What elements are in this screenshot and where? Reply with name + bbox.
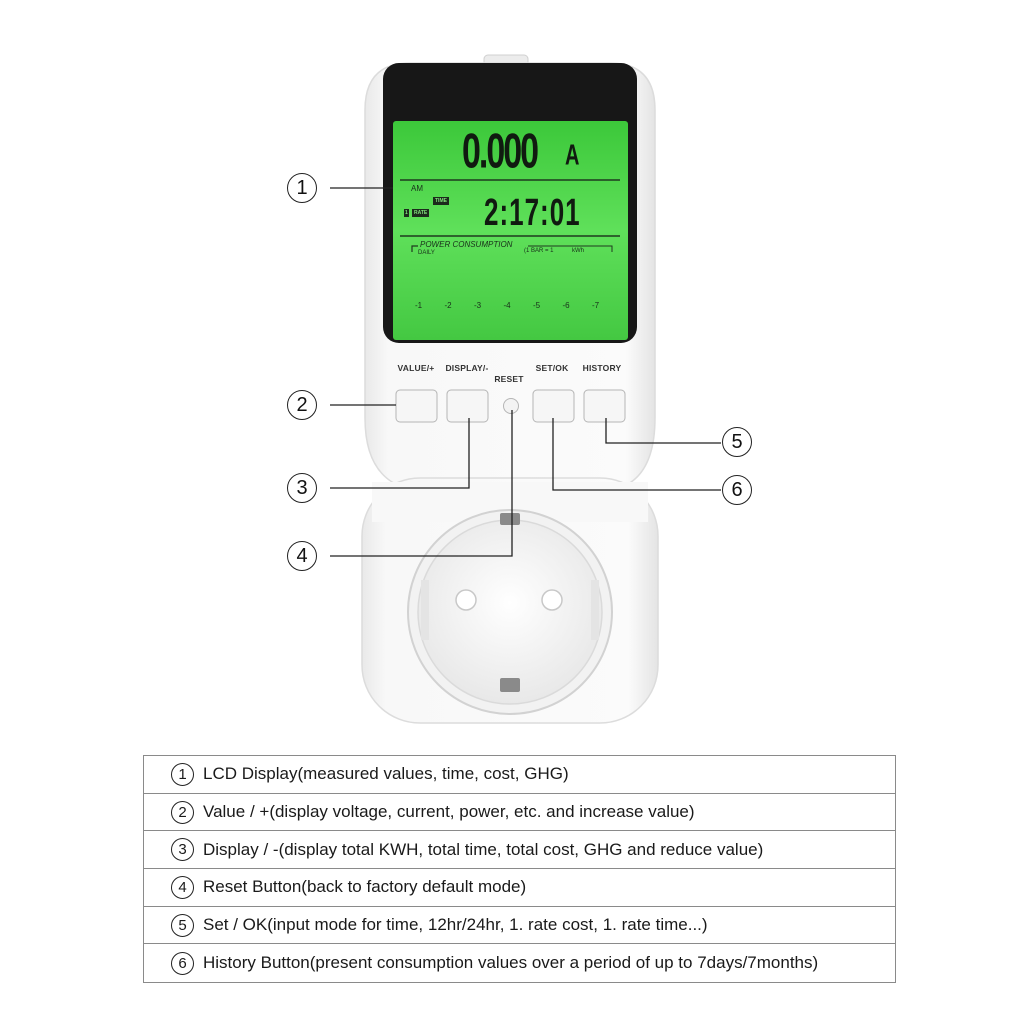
legend-row: 4 Reset Button(back to factory default m… — [144, 869, 895, 907]
socket-hole-left — [455, 589, 477, 611]
lcd-bar-legend: (1 BAR = 1 — [524, 248, 554, 254]
legend-text: LCD Display(measured values, time, cost,… — [203, 764, 569, 784]
lcd-screen — [393, 121, 628, 340]
lcd-rate-tag: RATE — [412, 209, 430, 217]
legend-table: 1 LCD Display(measured values, time, cos… — [143, 755, 896, 984]
earth-clip-bottom — [500, 678, 520, 692]
legend-number: 2 — [171, 800, 194, 824]
callout-4: 4 — [287, 541, 317, 571]
lcd-main-unit: A — [565, 140, 580, 172]
reset-button[interactable] — [503, 398, 519, 414]
set-ok-label: SET/OK — [535, 363, 569, 373]
callout-1: 1 — [287, 173, 317, 203]
legend-number: 4 — [171, 875, 194, 899]
earth-clip-top — [500, 513, 520, 525]
energy-meter-device — [330, 54, 721, 724]
legend-row: 2 Value / +(display voltage, current, po… — [144, 794, 895, 832]
callout-5: 5 — [722, 427, 752, 457]
lcd-chart-title: POWER CONSUMPTION — [420, 240, 513, 249]
lcd-time-value: 2:17:01 — [484, 190, 581, 234]
lcd-rate-number: 1 — [404, 209, 409, 217]
lcd-day-tick: -5 — [533, 301, 541, 310]
legend-text: Set / OK(input mode for time, 12hr/24hr,… — [203, 915, 708, 935]
legend-text: History Button(present consumption value… — [203, 953, 819, 973]
reset-label: RESET — [494, 374, 524, 384]
lcd-day-tick: -7 — [592, 301, 600, 310]
legend-row: 5 Set / OK(input mode for time, 12hr/24h… — [144, 907, 895, 945]
display-minus-label: DISPLAY/- — [445, 363, 489, 373]
lcd-day-tick: -1 — [415, 301, 423, 310]
display-minus-button[interactable] — [446, 389, 489, 423]
legend-number: 1 — [171, 762, 194, 786]
history-label: HISTORY — [582, 363, 622, 373]
callout-2: 2 — [287, 390, 317, 420]
lcd-day-tick: -2 — [444, 301, 452, 310]
lcd-day-tick: -6 — [562, 301, 570, 310]
legend-text: Display / -(display total KWH, total tim… — [203, 839, 764, 859]
legend-row: 1 LCD Display(measured values, time, cos… — [144, 756, 895, 794]
legend-text: Reset Button(back to factory default mod… — [203, 877, 527, 897]
lcd-day-tick: -4 — [503, 301, 511, 310]
lcd-time-tag: TIME — [433, 197, 449, 205]
socket-hole-right — [541, 589, 563, 611]
callout-3: 3 — [287, 473, 317, 503]
lcd-day-tick: -3 — [474, 301, 482, 310]
legend-number: 6 — [171, 951, 194, 975]
lcd-bar-unit: kWh — [572, 248, 584, 254]
legend-text: Value / +(display voltage, current, powe… — [203, 802, 695, 822]
value-plus-label: VALUE/+ — [397, 363, 435, 373]
callout-6: 6 — [722, 475, 752, 505]
legend-number: 3 — [171, 838, 194, 862]
product-illustration: 0.000 A AM TIME 1 RATE 2:17:01 POWER CON… — [287, 54, 752, 724]
value-plus-button[interactable] — [395, 389, 438, 423]
history-button[interactable] — [583, 389, 626, 423]
leader-lines — [330, 187, 721, 557]
set-ok-button[interactable] — [532, 389, 575, 423]
legend-row: 6 History Button(present consumption val… — [144, 944, 895, 982]
legend-row: 3 Display / -(display total KWH, total t… — [144, 831, 895, 870]
legend-number: 5 — [171, 913, 194, 937]
lcd-main-value: 0.000 — [462, 124, 539, 180]
socket-face — [417, 519, 603, 705]
lcd-daily-label: DAILY — [418, 250, 435, 256]
lcd-am-label: AM — [411, 184, 423, 193]
